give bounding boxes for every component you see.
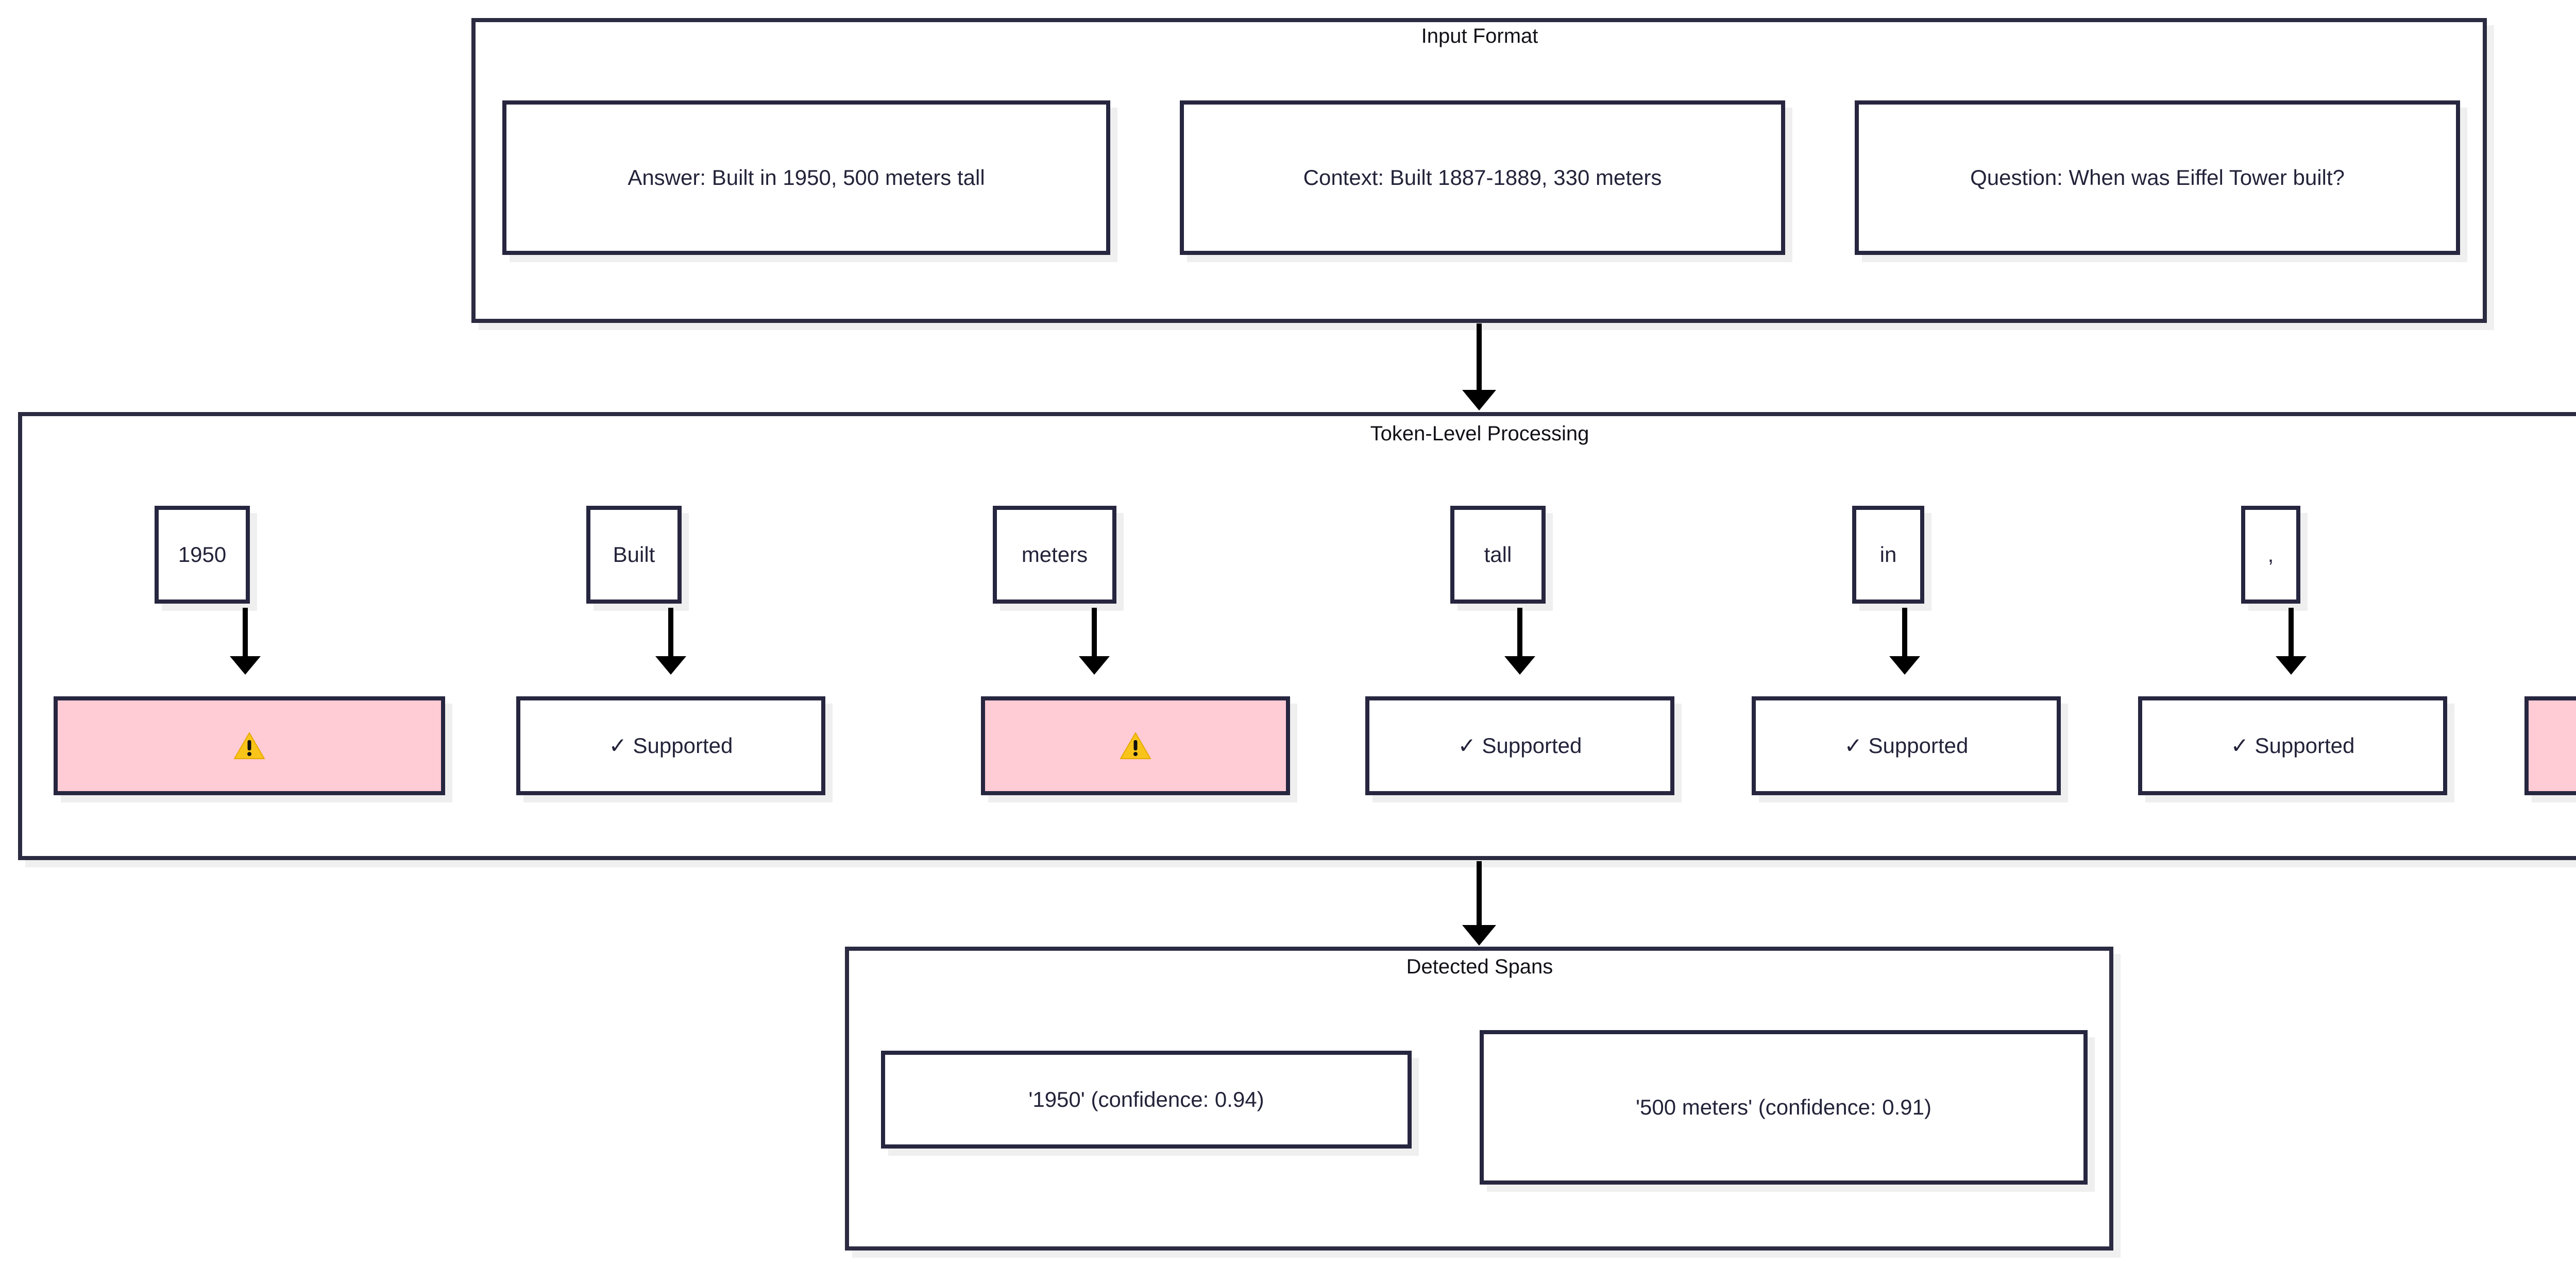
warning-triangle-icon xyxy=(1120,731,1151,760)
arrow-token-to-status xyxy=(1902,608,1907,659)
detected-span-item[interactable]: '500 meters' (confidence: 0.91) xyxy=(1480,1030,2088,1185)
status-badge-supported[interactable]: ✓ Supported xyxy=(1752,696,2061,795)
input-context-box[interactable]: Context: Built 1887-1889, 330 meters xyxy=(1180,100,1785,255)
token-box[interactable]: in xyxy=(1852,506,1924,604)
status-badge-warning[interactable] xyxy=(981,696,1290,795)
input-format-title: Input Format xyxy=(1421,25,1538,47)
input-answer-text: Answer: Built in 1950, 500 meters tall xyxy=(628,165,985,190)
arrow-token-to-status xyxy=(243,608,248,659)
token-label: Built xyxy=(613,542,655,567)
token-label: tall xyxy=(1484,542,1512,567)
input-answer-box[interactable]: Answer: Built in 1950, 500 meters tall xyxy=(502,100,1110,255)
input-context-text: Context: Built 1887-1889, 330 meters xyxy=(1303,165,1662,190)
arrow-token-to-status xyxy=(1092,608,1097,659)
input-question-box[interactable]: Question: When was Eiffel Tower built? xyxy=(1855,100,2460,255)
status-badge-supported[interactable]: ✓ Supported xyxy=(2138,696,2447,795)
status-supported-label: ✓ Supported xyxy=(1844,733,1969,758)
token-box[interactable]: , xyxy=(2241,506,2300,604)
token-box[interactable]: meters xyxy=(993,506,1116,604)
token-box[interactable]: 1950 xyxy=(155,506,250,604)
token-label: , xyxy=(2267,542,2274,567)
status-badge-supported[interactable]: ✓ Supported xyxy=(516,696,825,795)
token-label: in xyxy=(1879,542,1897,567)
status-badge-warning[interactable] xyxy=(2524,696,2576,795)
arrow-token-to-status xyxy=(2289,608,2294,659)
input-question-text: Question: When was Eiffel Tower built? xyxy=(1970,165,2345,190)
status-supported-label: ✓ Supported xyxy=(1458,733,1582,758)
token-label: 1950 xyxy=(178,542,227,567)
status-badge-warning[interactable] xyxy=(54,696,445,795)
status-supported-label: ✓ Supported xyxy=(608,733,733,758)
token-label: meters xyxy=(1021,542,1088,567)
detected-spans-title: Detected Spans xyxy=(1406,955,1553,978)
arrow-token-to-spans xyxy=(1477,861,1482,928)
warning-triangle-icon xyxy=(233,731,265,760)
token-box[interactable]: tall xyxy=(1450,506,1546,604)
status-badge-supported[interactable]: ✓ Supported xyxy=(1365,696,1674,795)
status-supported-label: ✓ Supported xyxy=(2230,733,2355,758)
token-level-processing-title: Token-Level Processing xyxy=(1370,422,1589,445)
token-box[interactable]: Built xyxy=(586,506,682,604)
detected-span-item[interactable]: '1950' (confidence: 0.94) xyxy=(881,1051,1412,1149)
arrow-token-to-status xyxy=(668,608,673,659)
arrow-token-to-status xyxy=(1517,608,1522,659)
detected-span-text: '1950' (confidence: 0.94) xyxy=(1028,1087,1264,1111)
detected-span-text: '500 meters' (confidence: 0.91) xyxy=(1635,1094,1931,1119)
arrow-input-to-token xyxy=(1477,323,1482,393)
